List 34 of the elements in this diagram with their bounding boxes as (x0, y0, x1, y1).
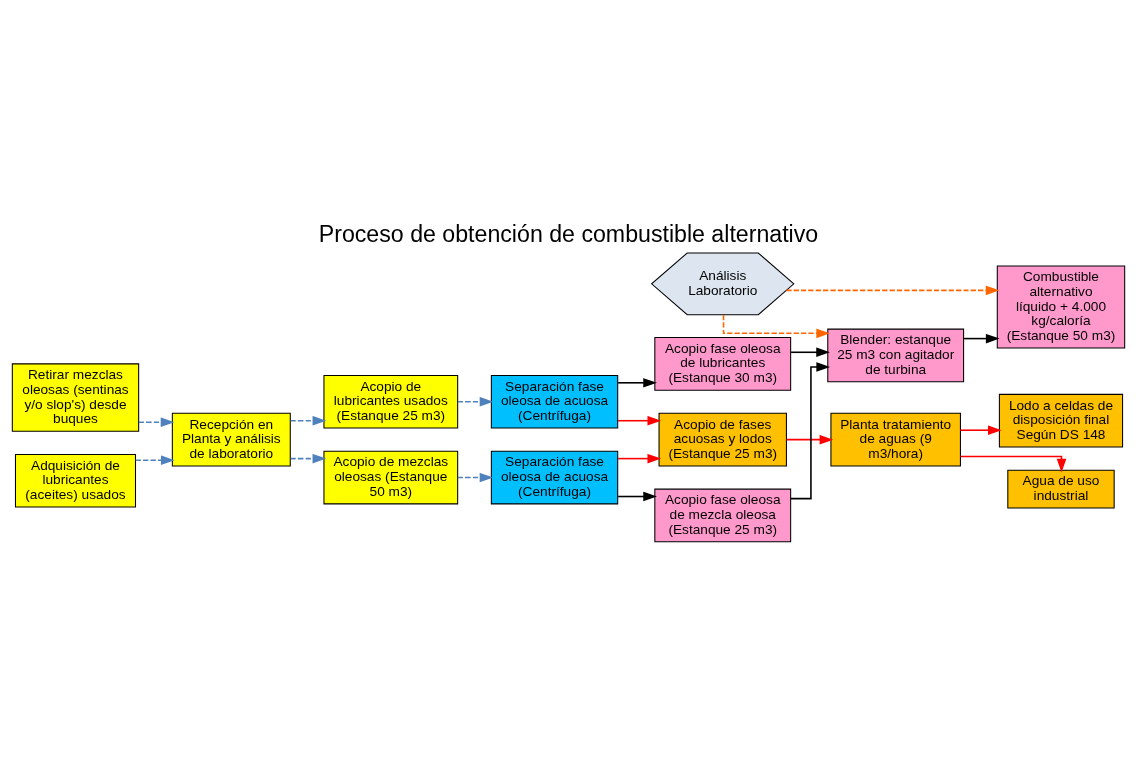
arrow (457, 396, 494, 407)
arrow (963, 333, 1000, 343)
node-box: Acopio de fases acuosas y lodos (Estanque 25 m3) (658, 412, 787, 466)
node-box: Adquisición de lubricantes (aceites) usados (14, 453, 137, 508)
arrow (785, 434, 834, 444)
node-box: Recepción en Planta y análisis de laboratorio (171, 412, 291, 466)
node-box: Blender: estanque 25 m3 con agitador de turbina (827, 328, 965, 382)
node-box: Combustible alternativo líquido + 4.000 kg/caloría (Estanque 50 m3) (996, 264, 1126, 349)
arrow (617, 415, 662, 425)
arrow (790, 361, 831, 499)
node-box: Separación fase oleosa de acuosa (Centrífuga) (490, 450, 619, 504)
arrow (617, 377, 657, 388)
diagram-title: Proceso de obtención de combustible alternativo (318, 220, 819, 247)
arrow (959, 424, 1002, 435)
arrow (289, 415, 327, 425)
node-box: Acopio de lubricantes usados (Estanque 25 m3) (323, 374, 459, 429)
arrow (138, 417, 175, 427)
node-box: Planta tratamiento de aguas (9 m3/hora) (830, 412, 961, 466)
node-box: Acopio fase oleosa de mezcla oleosa (Estanque 25 m3) (654, 488, 792, 542)
node-box: Lodo a celdas de disposición final Según DS 148 (998, 393, 1124, 448)
arrow (134, 454, 175, 465)
arrow (457, 472, 494, 482)
arrow (617, 453, 662, 463)
node-box: Separación fase oleosa de acuosa (Centrífuga) (490, 374, 619, 429)
arrow (617, 491, 657, 501)
arrow (959, 455, 1067, 473)
arrow (790, 346, 830, 357)
node-box: Agua de uso industrial (1007, 469, 1115, 509)
node-box: Acopio fase oleosa de lubricantes (Estanque 30 m3) (654, 336, 792, 391)
node-box: Retirar mezclas oleosas (sentinas y/o slop's) desde buques (11, 362, 140, 432)
node-box: Acopio de mezclas oleosas (Estanque 50 m3) (323, 450, 459, 504)
arrow (289, 453, 327, 463)
arrow (785, 285, 1000, 295)
arrow (722, 313, 831, 338)
